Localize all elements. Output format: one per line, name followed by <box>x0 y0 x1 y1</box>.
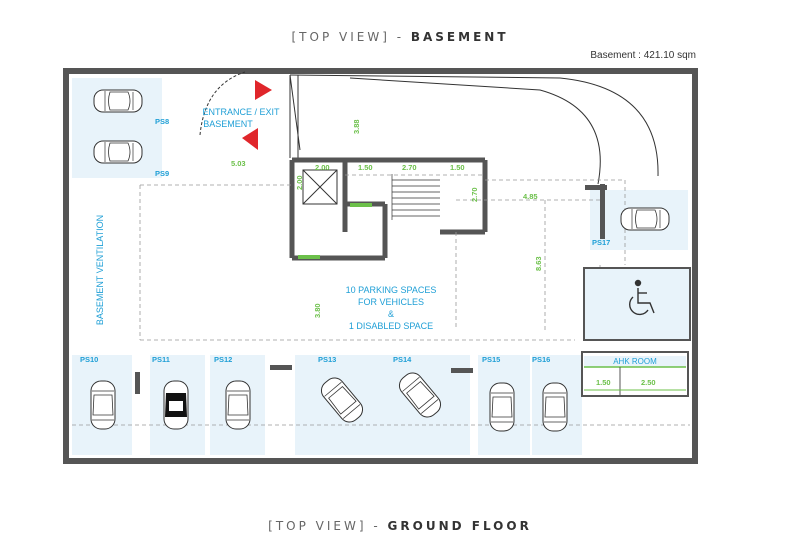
top-view-ground-floor-title: [TOP VIEW] - GROUND FLOOR <box>0 519 800 533</box>
car-ps11 <box>163 380 189 430</box>
top-view-basement-title: [TOP VIEW] - BASEMENT <box>0 30 800 44</box>
car-ps15 <box>489 382 515 432</box>
parking-label: PS12 <box>214 355 232 364</box>
dimension-label: 2.70 <box>470 187 479 202</box>
dimension-label: 1.50 <box>450 163 465 172</box>
parking-label: PS16 <box>532 355 550 364</box>
entrance-arrow-icon <box>255 80 272 100</box>
entrance-ramp <box>199 71 659 185</box>
wheelchair-icon <box>629 279 655 316</box>
outer-wall <box>63 68 698 464</box>
dimension-label: 2.00 <box>295 175 304 190</box>
parking-note: 10 PARKING SPACES <box>346 285 437 295</box>
ventilation-label: BASEMENT VENTILATION <box>95 215 105 325</box>
parking-note: & <box>388 309 394 319</box>
car-ps8 <box>93 89 143 113</box>
parking-note: FOR VEHICLES <box>358 297 424 307</box>
title-name: GROUND FLOOR <box>387 519 532 533</box>
disabled-space <box>583 267 691 341</box>
parking-label: PS17 <box>592 238 610 247</box>
car-ps12 <box>225 380 251 430</box>
dimension-label: 1.50 <box>596 378 611 387</box>
parking-label: PS14 <box>393 355 412 364</box>
parking-label: PS9 <box>155 169 169 178</box>
dimension-label: 1.50 <box>358 163 373 172</box>
ahk-room <box>581 351 689 397</box>
parking-label: PS13 <box>318 355 336 364</box>
parking-note: 1 DISABLED SPACE <box>349 321 433 331</box>
parking-label: PS10 <box>80 355 98 364</box>
dimension-label: 3.88 <box>352 119 361 134</box>
exit-arrow-icon <box>242 128 258 150</box>
dimension-label: 8.63 <box>534 256 543 271</box>
basement-area-label: Basement : 421.10 sqm <box>590 50 696 61</box>
dimension-label: 2.50 <box>641 378 656 387</box>
parking-label: PS11 <box>152 355 170 364</box>
car-ps17 <box>620 207 670 231</box>
dimension-label: 4.85 <box>523 192 538 201</box>
title-prefix: [TOP VIEW] - <box>291 30 405 44</box>
title-name: BASEMENT <box>410 30 509 44</box>
car-ps9 <box>93 140 143 164</box>
columns <box>135 184 607 394</box>
entrance-label: ENTRANCE / EXIT <box>202 107 280 117</box>
dimension-label: 5.03 <box>231 159 246 168</box>
dimension-guides <box>72 174 690 426</box>
parking-label: PS15 <box>482 355 500 364</box>
parking-label: PS8 <box>155 117 169 126</box>
door-marker <box>298 255 320 259</box>
car-ps16 <box>542 382 568 432</box>
ahk-room-label: AHK ROOM <box>613 357 657 366</box>
dimension-label: 3.80 <box>313 303 322 318</box>
car-ps10 <box>90 380 116 430</box>
stairs-icon <box>391 174 440 220</box>
door-marker <box>350 203 372 207</box>
entrance-label: BASEMENT <box>203 119 253 129</box>
dimension-label: 2.70 <box>402 163 417 172</box>
dimension-label: 2.00 <box>315 163 330 172</box>
title-prefix: [TOP VIEW] - <box>268 519 381 533</box>
